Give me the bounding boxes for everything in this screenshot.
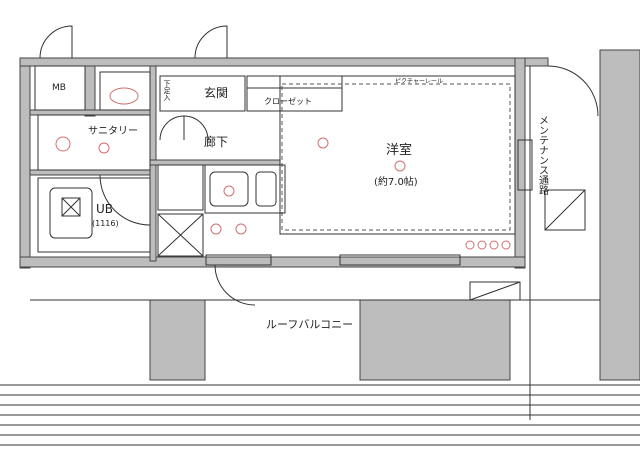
room-outlines bbox=[34, 25, 599, 420]
room-label-hallway: 廊下 bbox=[204, 134, 228, 149]
room-label-sanitary: サニタリー bbox=[88, 125, 138, 137]
room-label-shoe-box: 下足入 bbox=[163, 80, 171, 101]
room-size-unit-bath: (1116) bbox=[92, 219, 119, 228]
equipment-symbols bbox=[55, 87, 511, 250]
roof-balcony-area bbox=[0, 299, 640, 446]
room-label-closet: クローゼット bbox=[264, 96, 312, 106]
room-label-unit-bath: UB bbox=[96, 202, 113, 216]
walls bbox=[19, 49, 640, 381]
label-picture-rail: ピクチャーレール bbox=[395, 78, 443, 85]
room-label-mb: MB bbox=[52, 83, 66, 93]
label-roof-balcony: ルーフバルコニー bbox=[266, 318, 353, 331]
room-size-western-room: (約7.0帖) bbox=[374, 175, 418, 188]
room-label-entrance: 玄関 bbox=[204, 85, 228, 100]
room-label-western-room: 洋室 bbox=[386, 142, 412, 158]
label-maintenance-passage: メンテナンス通路 bbox=[537, 115, 549, 196]
